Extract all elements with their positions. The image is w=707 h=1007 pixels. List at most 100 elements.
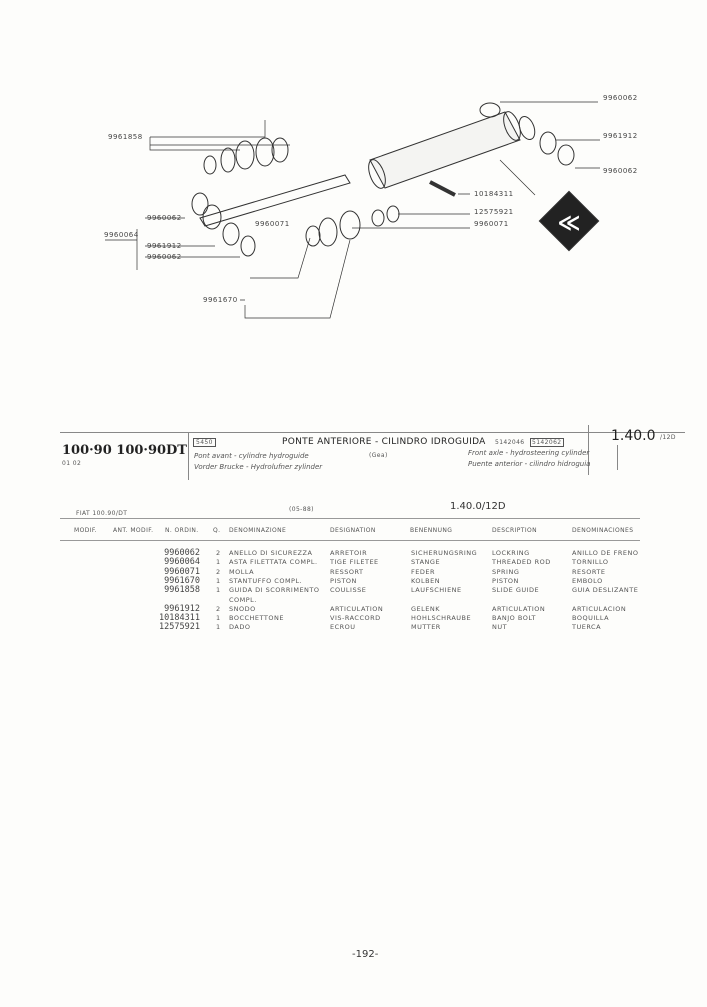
section-code: 1.40.0/12D bbox=[450, 501, 506, 512]
cell-en: LOCKRING bbox=[492, 549, 530, 557]
cell-it: COMPL. bbox=[229, 595, 257, 604]
cell-es: EMBOLO bbox=[572, 576, 603, 585]
divider bbox=[617, 445, 618, 470]
cell-q: 1 bbox=[216, 586, 221, 595]
callout-label: 9961858 bbox=[108, 133, 143, 141]
title-de: Vorder Brucke - Hydrolufner zylinder bbox=[194, 463, 323, 471]
cell-q: 2 bbox=[216, 567, 221, 576]
date-label: (05-88) bbox=[289, 506, 314, 513]
cell-es: TORNILLO bbox=[572, 558, 609, 567]
callout-label: 9960071 bbox=[255, 220, 290, 228]
callout-label: 9960062 bbox=[603, 94, 638, 102]
rule bbox=[60, 518, 640, 519]
divider bbox=[588, 425, 589, 475]
svg-text:≪: ≪ bbox=[557, 211, 580, 236]
section-title: PONTE ANTERIORE - CILINDRO IDROGUIDA bbox=[282, 437, 486, 447]
title-es: Puente anterior - cilindro hidroguia bbox=[468, 460, 591, 468]
divider bbox=[188, 432, 189, 480]
cell-n: 9960064 bbox=[164, 557, 200, 568]
model-title: 100·90 100·90DT bbox=[62, 443, 187, 458]
title-fr: Pont avant - cylindre hydroguide bbox=[194, 452, 309, 460]
cell-es: ANILLO DE FRENO bbox=[572, 549, 639, 557]
section-suffix: /12D bbox=[660, 434, 676, 441]
cell-it: MOLLA bbox=[229, 567, 255, 576]
cell-de: GELENK bbox=[411, 604, 440, 613]
cell-q: 1 bbox=[216, 614, 221, 623]
callout-label: 9960071 bbox=[474, 220, 509, 228]
cell-it: BOCCHETTONE bbox=[229, 614, 284, 623]
column-header: DESCRIPTION bbox=[492, 527, 538, 534]
callout-label: 9961670 bbox=[203, 296, 238, 304]
callout-label: 9961912 bbox=[603, 132, 638, 140]
cell-de: HOHLSCHRAUBE bbox=[411, 614, 472, 623]
leader-lines bbox=[105, 101, 600, 319]
part-ref-boxed: 5142062 bbox=[530, 438, 564, 447]
cell-en: ARTICULATION bbox=[492, 604, 546, 613]
cell-n: 10184311 bbox=[159, 613, 200, 624]
cell-q: 1 bbox=[216, 558, 221, 567]
cell-fr: ARRETOIR bbox=[330, 549, 368, 557]
callout-label: 9961912 bbox=[147, 242, 182, 250]
column-header: DENOMINAZIONE bbox=[229, 527, 287, 534]
cell-it: DADO bbox=[229, 623, 251, 632]
cell-es: RESORTE bbox=[572, 567, 606, 576]
cell-n: 9961858 bbox=[164, 585, 200, 596]
cell-en: BANJO BOLT bbox=[492, 614, 537, 623]
callout-label: 10184311 bbox=[474, 190, 514, 198]
supplier: (Gea) bbox=[369, 452, 388, 459]
column-header: DENOMINACIONES bbox=[572, 527, 634, 534]
callout-label: 12575921 bbox=[474, 208, 514, 216]
cell-fr: ECROU bbox=[330, 623, 356, 632]
cell-n: 9960071 bbox=[164, 566, 200, 577]
callout-label: 9960064 bbox=[104, 231, 139, 239]
cell-de: LAUFSCHIENE bbox=[411, 586, 462, 595]
cell-de: KOLBEN bbox=[411, 576, 441, 585]
title-en: Front axle - hydrosteering cylinder bbox=[468, 449, 590, 457]
section-number: 1.40.0 bbox=[611, 428, 656, 444]
exploded-diagram: ≪ bbox=[105, 101, 600, 319]
rod bbox=[199, 174, 351, 227]
callout-label: 9960062 bbox=[147, 214, 182, 222]
rule bbox=[60, 540, 640, 541]
cell-n: 9961670 bbox=[164, 575, 200, 586]
column-header: ANT. MODIF. bbox=[113, 527, 154, 534]
cell-es: TUERCA bbox=[572, 623, 602, 632]
column-header: N. ORDIN. bbox=[165, 527, 199, 534]
model-label: FIAT 100.90/DT bbox=[76, 510, 128, 517]
cell-es: GUIA DESLIZANTE bbox=[572, 586, 639, 595]
manufacturer-logo: ≪ bbox=[538, 190, 600, 252]
callout-label: 9960062 bbox=[603, 167, 638, 175]
column-header: BENENNUNG bbox=[410, 527, 453, 534]
cell-fr: RESSORT bbox=[330, 567, 364, 576]
cell-q: 2 bbox=[216, 604, 221, 613]
column-header: Q. bbox=[213, 527, 221, 534]
cell-en: PISTON bbox=[492, 576, 519, 585]
model-codes: 01 02 bbox=[62, 460, 82, 467]
cell-es: ARTICULACION bbox=[572, 604, 627, 613]
cell-de: SICHERUNGSRING bbox=[411, 549, 478, 557]
cell-en: SPRING bbox=[492, 567, 520, 576]
cell-it: STANTUFFO COMPL. bbox=[229, 576, 303, 585]
cell-it: SNODO bbox=[229, 604, 256, 613]
cell-n: 9961912 bbox=[164, 603, 200, 614]
cell-n: 12575921 bbox=[159, 622, 200, 633]
cell-de: MUTTER bbox=[411, 623, 441, 632]
cell-en: THREADED ROD bbox=[492, 558, 551, 567]
cell-n: 9960062 bbox=[164, 548, 200, 558]
code-box: 5450 bbox=[193, 438, 216, 447]
cell-q: 1 bbox=[216, 576, 221, 585]
cell-es: BOQUILLA bbox=[572, 614, 610, 623]
page-number: -192- bbox=[352, 949, 379, 960]
cell-fr: COULISSE bbox=[330, 586, 367, 595]
callout-label: 9960062 bbox=[147, 253, 182, 261]
rings bbox=[191, 102, 575, 257]
cell-it: ANELLO DI SICUREZZA bbox=[229, 549, 313, 557]
cell-en: NUT bbox=[492, 623, 508, 632]
part-ref: 5142046 bbox=[495, 439, 525, 446]
cell-it: GUIDA DI SCORRIMENTO bbox=[229, 586, 320, 595]
cell-q: 1 bbox=[216, 623, 221, 632]
cell-it: ASTA FILETTATA COMPL. bbox=[229, 558, 318, 567]
cylinder-body bbox=[368, 111, 536, 189]
cell-fr: TIGE FILETEE bbox=[330, 558, 379, 567]
